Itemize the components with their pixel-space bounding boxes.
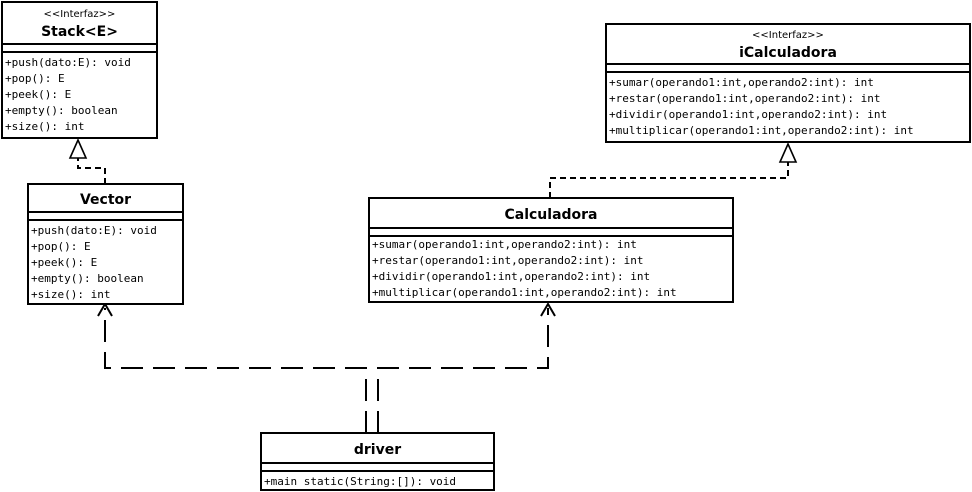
class-method: +empty(): boolean — [5, 104, 118, 117]
relation-vector-stack — [68, 138, 106, 184]
class-icalculadora[interactable]: <<Interfaz>> iCalculadora +sumar(operand… — [605, 23, 971, 143]
class-stereotype: <<Interfaz>> — [752, 30, 824, 41]
class-stereotype: <<Interfaz>> — [44, 9, 116, 20]
class-method: +sumar(operando1:int,operando2:int): int — [372, 238, 637, 251]
realization-arrowhead-icon — [68, 138, 88, 159]
relation-driver-calculadora — [377, 302, 556, 433]
dependency-line — [377, 308, 549, 433]
class-method: +multiplicar(operando1:int,operando2:int… — [609, 124, 914, 137]
class-method: +restar(operando1:int,operando2:int): in… — [372, 254, 644, 267]
class-box — [27, 183, 184, 305]
class-stack[interactable]: <<Interfaz>> Stack<E> +push(dato:E): voi… — [1, 1, 158, 139]
realization-arrowhead-icon — [778, 142, 798, 163]
class-method: +pop(): E — [5, 72, 65, 85]
class-method: +peek(): E — [5, 88, 71, 101]
class-method: +main static(String:[]): void — [264, 475, 456, 488]
class-name: Stack<E> — [41, 24, 118, 40]
class-method: +pop(): E — [31, 240, 91, 253]
class-method: +restar(operando1:int,operando2:int): in… — [609, 92, 881, 105]
class-method: +size(): int — [31, 288, 110, 301]
class-method: +push(dato:E): void — [31, 224, 157, 237]
relation-driver-vector — [97, 302, 367, 433]
class-box — [368, 197, 734, 303]
dependency-line — [104, 308, 367, 433]
class-method: +empty(): boolean — [31, 272, 144, 285]
class-calculadora[interactable]: Calculadora +sumar(operando1:int,operand… — [368, 197, 734, 303]
class-vector[interactable]: Vector +push(dato:E): void +pop(): E +pe… — [27, 183, 184, 305]
realization-line — [549, 162, 789, 198]
class-name: iCalculadora — [739, 45, 837, 61]
realization-line — [77, 158, 106, 184]
relation-calculadora-icalculadora — [549, 142, 798, 198]
dependency-arrowhead-icon — [540, 302, 556, 317]
class-box — [260, 432, 495, 491]
class-method: +peek(): E — [31, 256, 97, 269]
class-method: +sumar(operando1:int,operando2:int): int — [609, 76, 874, 89]
class-method: +multiplicar(operando1:int,operando2:int… — [372, 286, 677, 299]
class-method: +size(): int — [5, 120, 84, 133]
class-driver[interactable]: driver +main static(String:[]): void — [260, 432, 495, 491]
class-method: +dividir(operando1:int,operando2:int): i… — [372, 270, 650, 283]
class-method: +push(dato:E): void — [5, 56, 131, 69]
class-name: Calculadora — [504, 207, 597, 223]
class-method: +dividir(operando1:int,operando2:int): i… — [609, 108, 887, 121]
class-box — [1, 1, 158, 139]
class-name: driver — [354, 442, 401, 458]
class-box — [605, 23, 971, 143]
class-name: Vector — [80, 192, 131, 208]
